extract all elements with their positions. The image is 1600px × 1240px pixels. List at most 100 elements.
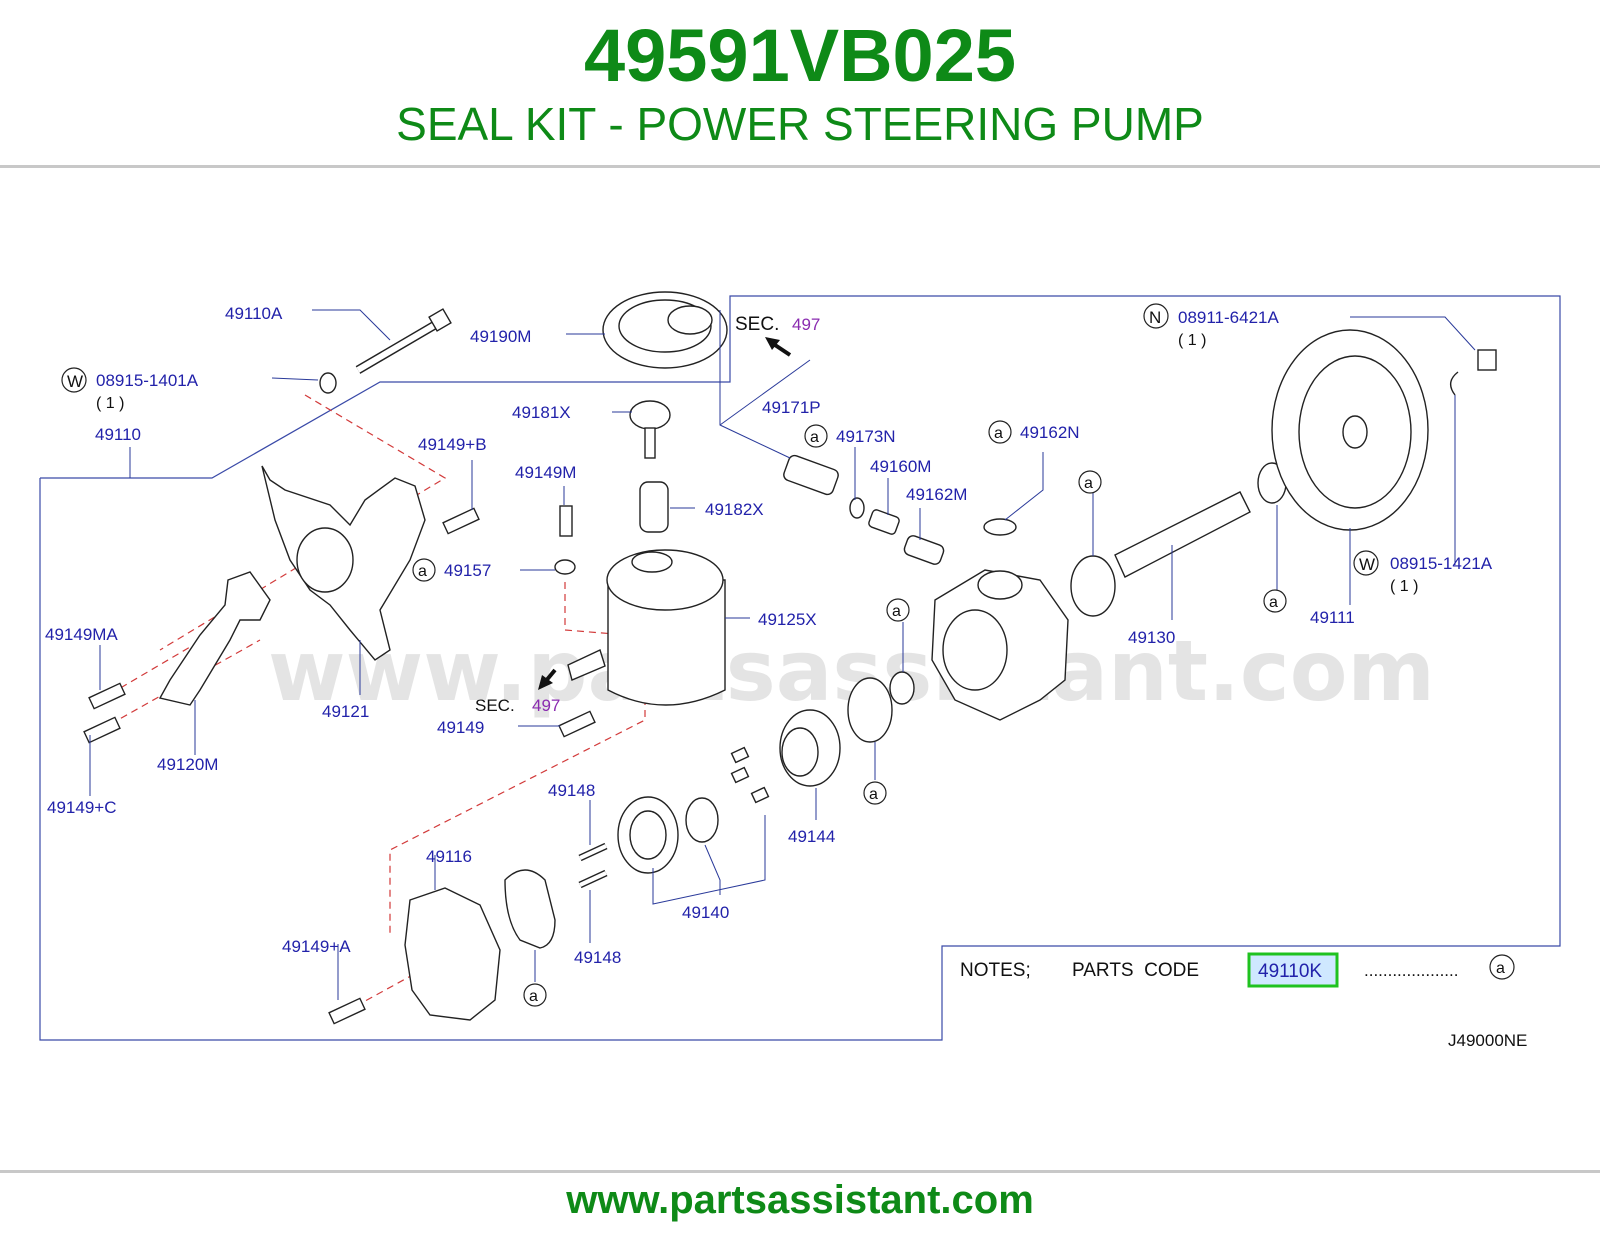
oil-seal [1070, 555, 1116, 617]
marker-a-seal-letter: a [1084, 475, 1093, 492]
connector-49171P [783, 454, 839, 496]
label-49144: 49144 [788, 827, 835, 846]
notes-marker-letter: a [1496, 960, 1505, 977]
strainer-49182X [639, 481, 669, 533]
notes-parts-code-label: PARTS CODE [1072, 960, 1199, 981]
label-49171P: 49171P [762, 398, 821, 417]
label-49140: 49140 [682, 903, 729, 922]
marker-a-seal [1078, 470, 1102, 494]
label-49130: 49130 [1128, 628, 1175, 647]
clip-marker-circle [1353, 550, 1379, 576]
pins-49148 [578, 842, 608, 889]
sec-ref-2-prefix: SEC. [475, 696, 515, 715]
qty-08915-1421A: ( 1 ) [1390, 578, 1418, 595]
marker-a-large-oring-letter: a [869, 786, 878, 803]
label-49190M: 49190M [470, 327, 531, 346]
notes-dots: .................... [1364, 961, 1458, 980]
label-49181X: 49181X [512, 403, 571, 422]
label-49125X: 49125X [758, 610, 817, 629]
sec-ref-2-number: 497 [532, 696, 560, 715]
gasket-a-marker [504, 869, 556, 949]
nut-08911-6421A [1477, 349, 1497, 371]
label-49162M: 49162M [906, 485, 967, 504]
label-08911-6421A: 08911-6421A [1178, 308, 1279, 327]
bracket-49121-hole [296, 527, 354, 593]
qty-08915-1401A: ( 1 ) [96, 395, 124, 412]
washer-marker-circle [61, 367, 87, 393]
label-49149C: 49149+C [47, 798, 116, 817]
bracket-49120M [158, 571, 271, 706]
highlighted-code[interactable]: 49110K [1258, 961, 1322, 982]
marker-a-snap-ring [1263, 589, 1287, 613]
marker-a-small-oring-letter: a [892, 603, 901, 620]
sec-arrows [538, 337, 792, 690]
sec-ref-1-prefix: SEC. [735, 314, 779, 335]
marker-a-49173N-letter: a [810, 429, 819, 446]
header-divider [0, 165, 1600, 168]
label-49111: 49111 [1310, 608, 1355, 627]
highlighted-code-box [1247, 952, 1339, 988]
marker-a-49157-letter: a [418, 563, 427, 580]
marker-a-large-oring [863, 781, 887, 805]
label-49149: 49149 [437, 718, 484, 737]
pulley-49111 [1271, 329, 1429, 531]
part-number-heading: 49591VB025 [583, 14, 1017, 97]
marker-a-49162N-letter: a [994, 425, 1003, 442]
nut-marker-circle [1143, 303, 1169, 329]
nut-marker-letter: N [1149, 308, 1161, 327]
label-49149M: 49149M [515, 463, 576, 482]
footer-url[interactable]: www.partsassistant.com [566, 1178, 1034, 1222]
marker-a-snap-ring-letter: a [1269, 594, 1278, 611]
washer-08915-1401A [319, 372, 337, 394]
clip-marker-letter: W [1359, 555, 1375, 574]
notes-prefix: NOTES; [960, 960, 1031, 981]
diagram-frame [39, 295, 1561, 1041]
label-08915-1421A: 08915-1421A [1390, 554, 1493, 573]
marker-a-49173N [804, 424, 828, 448]
footer-divider [0, 1170, 1600, 1173]
notes-row: NOTES; PARTS CODE 49110K ...............… [960, 952, 1515, 988]
pump-body [931, 569, 1069, 721]
label-49116: 49116 [426, 847, 472, 866]
label-49182X: 49182X [705, 500, 764, 519]
reservoir-49125X [567, 549, 726, 706]
leader-lines [89, 309, 1476, 1000]
shaft-49130 [1114, 491, 1251, 578]
o-ring-large [847, 677, 893, 743]
clip-08915-1421A [1450, 371, 1459, 396]
filler-cap-49181X [629, 400, 671, 459]
label-49120M: 49120M [157, 755, 218, 774]
drawing-code: J49000NE [1448, 1031, 1527, 1050]
label-49149MA: 49149MA [45, 625, 118, 644]
washer-marker-letter: W [67, 372, 83, 391]
rear-cover-49116 [404, 887, 501, 1021]
part-title: SEAL KIT - POWER STEERING PUMP [396, 98, 1204, 150]
bolt-49110A [355, 308, 452, 374]
label-49121: 49121 [322, 702, 369, 721]
reservoir-cap-49190M [602, 291, 728, 369]
marker-a-gasket-letter: a [529, 988, 538, 1005]
side-plate-49144 [779, 709, 841, 787]
label-49160M: 49160M [870, 457, 931, 476]
sec-ref-1-number: 497 [792, 315, 820, 334]
qty-08911-6421A: ( 1 ) [1178, 332, 1206, 349]
label-49173N: 49173N [836, 427, 896, 446]
valve-49160M [868, 509, 900, 535]
marker-a-49157 [412, 558, 436, 582]
bolts-group [83, 505, 596, 1025]
o-ring-49162N [983, 518, 1017, 536]
label-49162N: 49162N [1020, 423, 1080, 442]
label-49110: 49110 [95, 425, 141, 444]
label-49149A: 49149+A [282, 937, 351, 956]
notes-marker-circle [1489, 954, 1515, 980]
label-08915-1401A: 08915-1401A [96, 371, 199, 390]
marker-a-49162N [988, 420, 1012, 444]
cartridge-kit-49140 [617, 746, 770, 874]
o-ring-49173N [849, 497, 865, 519]
spring-49162M [903, 535, 945, 565]
marker-a-gasket [523, 983, 547, 1007]
label-49148-lower: 49148 [574, 948, 621, 967]
o-ring-small [889, 671, 915, 705]
label-49148-upper: 49148 [548, 781, 595, 800]
